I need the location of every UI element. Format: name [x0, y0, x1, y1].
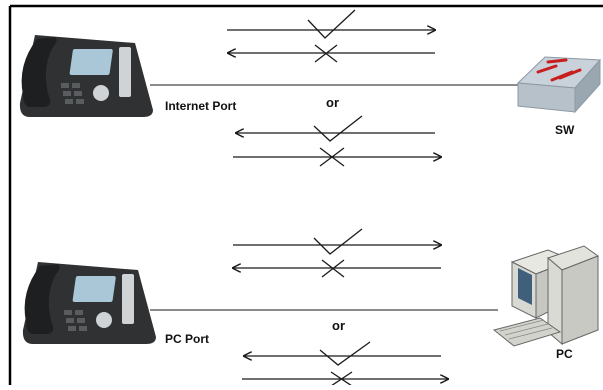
ip-phone-icon: [22, 262, 156, 344]
bottom-arrow-left-invalid: [233, 259, 441, 278]
switch-label: SW: [555, 123, 575, 137]
bottom-arrow-right-invalid: [242, 371, 448, 387]
top-arrow-left-invalid: [228, 44, 435, 63]
or-label-top: or: [326, 95, 339, 110]
cross-icon: [330, 371, 353, 387]
desktop-pc-icon: [492, 245, 600, 347]
top-arrow-left-valid: [236, 115, 435, 142]
top-arrow-right-valid: [227, 9, 435, 39]
ip-phone-icon: [19, 35, 153, 117]
checkmark-icon: [313, 228, 363, 255]
internet-port-label: Internet Port: [165, 99, 236, 113]
bottom-arrow-left-valid: [244, 341, 441, 366]
pc-port-label: PC Port: [165, 332, 209, 346]
cross-icon: [321, 259, 345, 278]
cross-icon: [314, 44, 338, 63]
cross-icon: [319, 147, 345, 167]
bottom-arrow-right-valid: [233, 228, 441, 255]
checkmark-icon: [313, 115, 363, 142]
pc-label: PC: [556, 347, 573, 361]
or-label-bottom: or: [332, 318, 345, 333]
top-arrow-right-invalid: [233, 147, 441, 167]
network-switch-icon: [516, 56, 602, 114]
checkmark-icon: [319, 341, 371, 366]
checkmark-icon: [307, 9, 356, 39]
